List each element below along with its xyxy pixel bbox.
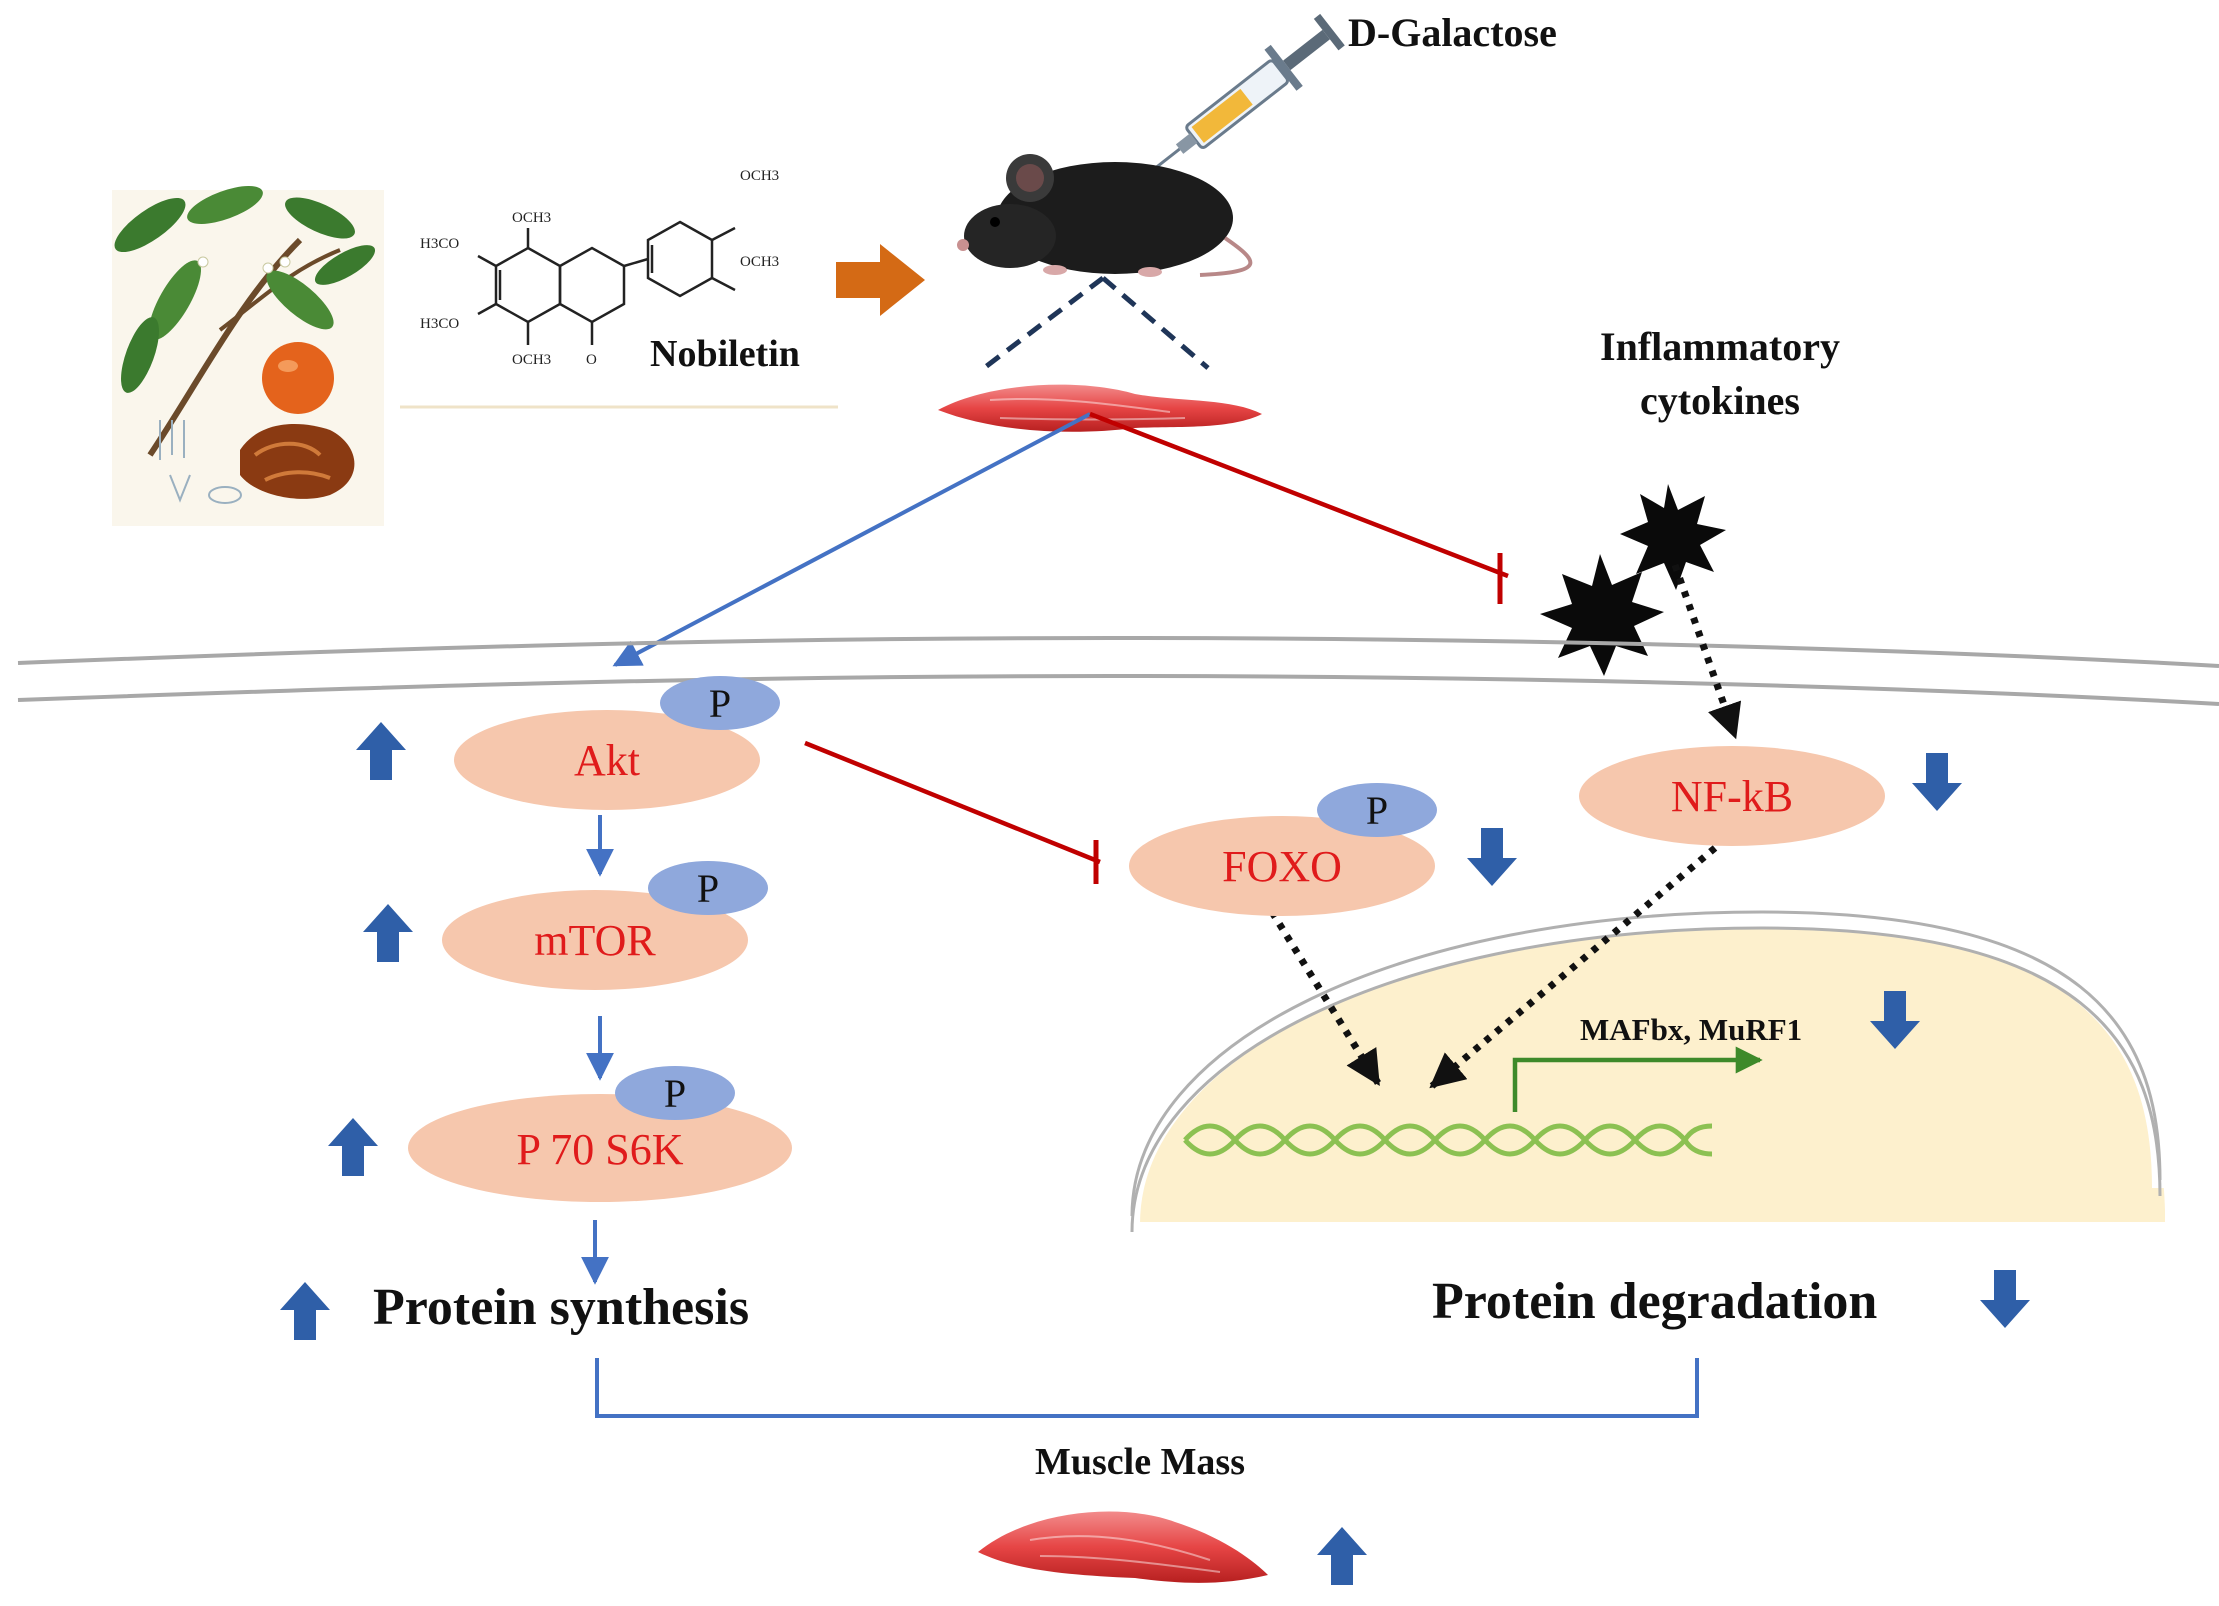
inflammatory-label-line1: Inflammatory: [1600, 324, 1840, 369]
muscle-mass-bracket: [595, 1358, 1699, 1418]
mtor-phospho-label: P: [697, 866, 719, 911]
protein-synthesis-up-arrow: [280, 1282, 330, 1340]
transcription-arrow: [1512, 1046, 1763, 1112]
carbonyl-oxygen-label: O: [586, 352, 597, 368]
nobiletin-label: Nobiletin: [650, 333, 800, 375]
dashed-connector-left: [982, 276, 1105, 370]
och3-top-label: OCH3: [512, 210, 551, 226]
inhibition-line-akt-foxo: [804, 740, 1101, 865]
muscle-mass-up-arrow: [1317, 1527, 1367, 1585]
akt-label: Akt: [574, 736, 640, 785]
mtor-node: P mTOR: [442, 861, 768, 990]
p70s6k-phospho-label: P: [664, 1071, 686, 1116]
och3-ring-label-1: OCH3: [740, 168, 779, 184]
cell-membrane: [17, 635, 2219, 706]
akt-up-arrow: [356, 722, 406, 780]
foxo-node: P FOXO: [1129, 783, 1437, 916]
dna-helix-icon: [1183, 1123, 1713, 1157]
och3-ring-label-2: OCH3: [740, 254, 779, 270]
nfkb-down-arrow: [1912, 753, 1962, 811]
orange-arrow: [836, 244, 925, 316]
foxo-phospho-label: P: [1366, 788, 1388, 833]
protein-degradation-down-arrow: [1980, 1270, 2030, 1328]
akt-phospho-label: P: [709, 681, 731, 726]
h3co-left-label-2: H3CO: [420, 316, 459, 332]
nfkb-label: NF-kB: [1671, 772, 1793, 821]
p70s6k-label: P 70 S6K: [516, 1125, 683, 1174]
dotted-arrow-foxo-to-dna: [1269, 910, 1381, 1086]
d-galactose-label: D-Galactose: [1348, 10, 1557, 55]
dotted-arrow-to-nfkb: [1671, 563, 1742, 740]
nfkb-node: NF-kB: [1579, 746, 1885, 846]
h3co-left-label-1: H3CO: [420, 236, 459, 252]
protein-synthesis-label: Protein synthesis: [373, 1279, 749, 1336]
och3-bottom-label: OCH3: [512, 352, 551, 368]
foxo-down-arrow: [1467, 828, 1517, 886]
muscle-mass-label: Muscle Mass: [1035, 1441, 1245, 1483]
dashed-connector-right: [1101, 276, 1210, 370]
dotted-arrow-nfkb-to-dna: [1429, 845, 1718, 1089]
p70s6k-node: P P 70 S6K: [408, 1066, 792, 1202]
protein-degradation-label: Protein degradation: [1432, 1273, 1877, 1330]
inflammatory-label-line2: cytokines: [1640, 378, 1800, 423]
mouse-icon: [957, 154, 1253, 277]
nucleus: [1124, 910, 2168, 1233]
mtor-up-arrow: [363, 904, 413, 962]
p70s6k-up-arrow: [328, 1118, 378, 1176]
inhibition-line-to-cytokines: [1089, 411, 1509, 579]
activation-arrow-to-akt: [612, 412, 1091, 667]
mtor-label: mTOR: [534, 916, 656, 965]
akt-node: P Akt: [454, 676, 780, 810]
foxo-label: FOXO: [1222, 842, 1342, 891]
muscle-icon: [938, 384, 1262, 432]
syringe-icon: [1141, 13, 1345, 180]
citrus-plant-illustration: [112, 186, 384, 526]
nobiletin-structure-labels: OCH3 H3CO H3CO OCH3 O OCH3 OCH3: [420, 168, 779, 368]
target-genes-label: MAFbx, MuRF1: [1580, 1012, 1802, 1047]
nobiletin-structure: [477, 220, 736, 345]
muscle-mass-muscle-icon: [978, 1511, 1268, 1583]
